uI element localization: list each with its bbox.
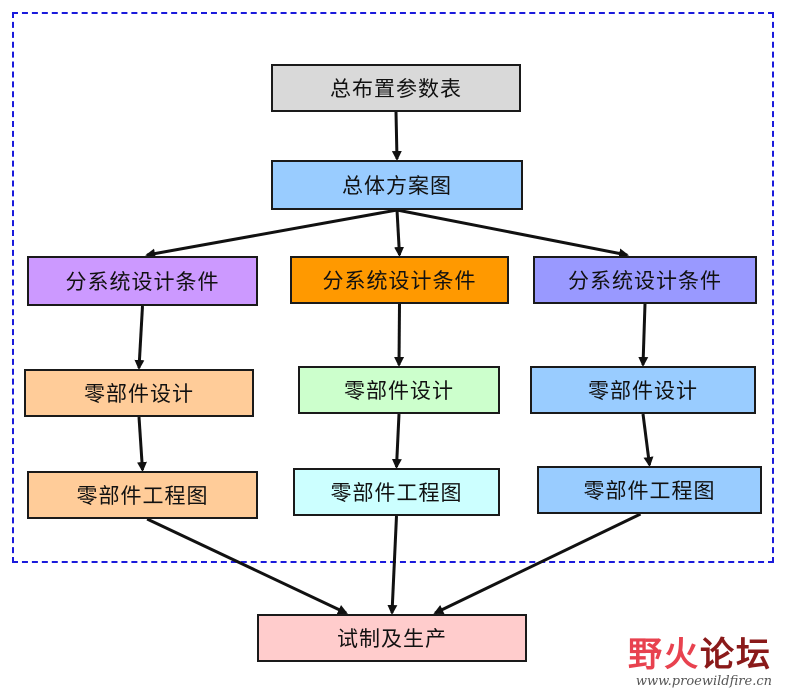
node-drawing-mid: 零部件工程图 bbox=[293, 468, 500, 516]
watermark-logo: 野火论坛 bbox=[572, 636, 772, 674]
node-design-mid: 零部件设计 bbox=[298, 366, 500, 414]
node-cond-mid-label: 分系统设计条件 bbox=[322, 269, 477, 293]
edge-scheme-to-cond_right bbox=[396, 208, 630, 259]
node-design-right-label: 零部件设计 bbox=[588, 379, 698, 403]
node-scheme: 总体方案图 bbox=[271, 160, 523, 210]
edge-design_mid-to-drawing_mid bbox=[391, 413, 402, 469]
node-cond-left-label: 分系统设计条件 bbox=[65, 270, 220, 294]
edge-drawing_mid-to-production bbox=[387, 515, 398, 615]
node-production-label: 试制及生产 bbox=[337, 627, 447, 651]
node-scheme-label: 总体方案图 bbox=[342, 174, 452, 198]
node-params: 总布置参数表 bbox=[271, 64, 521, 112]
watermark-logo-part2: 论坛 bbox=[700, 635, 772, 675]
node-drawing-right: 零部件工程图 bbox=[537, 466, 762, 514]
node-design-mid-label: 零部件设计 bbox=[344, 379, 454, 403]
edge-drawing_left-to-production bbox=[146, 517, 348, 615]
node-production: 试制及生产 bbox=[257, 614, 527, 662]
edge-drawing_right-to-production bbox=[433, 512, 642, 615]
node-cond-right: 分系统设计条件 bbox=[533, 256, 757, 304]
node-design-left: 零部件设计 bbox=[24, 369, 254, 417]
edge-cond_mid-to-design_mid bbox=[394, 303, 405, 367]
edge-params-to-scheme bbox=[391, 111, 402, 161]
node-cond-mid: 分系统设计条件 bbox=[290, 256, 509, 304]
watermark-logo-part1: 野火 bbox=[628, 635, 700, 675]
node-drawing-right-label: 零部件工程图 bbox=[583, 479, 716, 503]
watermark-url: www.proewildfire.cn bbox=[635, 674, 772, 689]
edge-cond_left-to-design_left bbox=[134, 305, 145, 370]
edge-design_left-to-drawing_left bbox=[136, 416, 147, 472]
edge-scheme-to-cond_mid bbox=[394, 209, 405, 257]
edge-scheme-to-cond_left bbox=[145, 208, 398, 259]
node-drawing-left: 零部件工程图 bbox=[27, 471, 258, 519]
node-params-label: 总布置参数表 bbox=[330, 77, 462, 101]
node-cond-right-label: 分系统设计条件 bbox=[568, 269, 722, 293]
watermark: 野火论坛 www.proewildfire.cn bbox=[572, 636, 772, 690]
node-design-right: 零部件设计 bbox=[530, 366, 756, 414]
node-drawing-mid-label: 零部件工程图 bbox=[330, 481, 463, 505]
node-cond-left: 分系统设计条件 bbox=[27, 256, 258, 306]
node-drawing-left-label: 零部件工程图 bbox=[76, 484, 209, 508]
edge-cond_right-to-design_right bbox=[638, 303, 649, 367]
node-design-left-label: 零部件设计 bbox=[84, 382, 194, 406]
edge-design_right-to-drawing_right bbox=[641, 413, 654, 467]
